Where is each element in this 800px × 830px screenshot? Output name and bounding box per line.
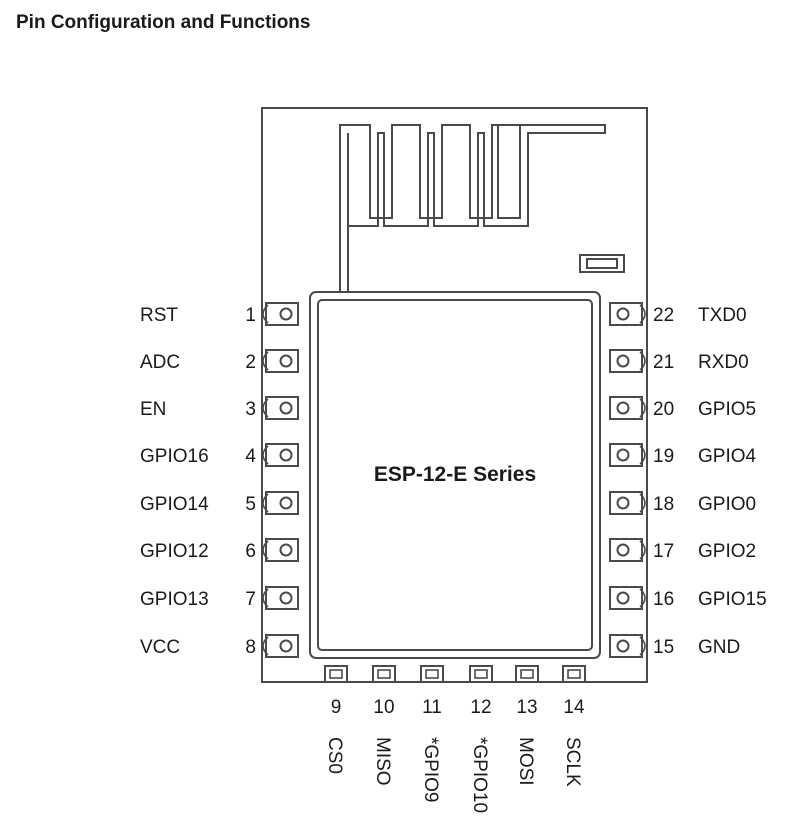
pin-pad-9 [324, 665, 348, 683]
pin-pad-2 [262, 349, 299, 373]
pin-number: 18 [653, 494, 674, 515]
pin-number: 10 [373, 697, 394, 718]
pin-label: GND [698, 637, 740, 658]
pin-label: EN [140, 399, 166, 420]
pin-pad-19 [609, 443, 646, 467]
pin-pad-8 [262, 634, 299, 658]
pin-pad-20 [609, 396, 646, 420]
pin-pad-3 [262, 396, 299, 420]
right-pin-group: 22 TXD0 21 RXD0 20 GPIO5 19 GPIO4 18 GPIO0 17 GPIO2… [609, 302, 767, 658]
pin-number: 5 [245, 494, 256, 515]
pin-number: 14 [563, 697, 585, 718]
pin-label: RXD0 [698, 352, 749, 373]
pin-pad-16 [609, 586, 646, 610]
pin-label: TXD0 [698, 305, 747, 326]
pin-number: 11 [422, 697, 442, 718]
pin-pad-13 [515, 665, 539, 683]
smd-component-icon [579, 254, 625, 273]
pin-pad-1 [262, 302, 299, 326]
pin-pad-6 [262, 538, 299, 562]
pin-label: GPIO15 [698, 589, 767, 610]
page-title: Pin Configuration and Functions [16, 12, 311, 33]
pin-label: MISO [372, 737, 393, 786]
antenna-trace-icon [339, 124, 606, 292]
pin-label: *GPIO9 [420, 737, 441, 802]
pin-number: 6 [245, 541, 256, 562]
pin-number: 19 [653, 446, 674, 467]
pin-number: 15 [653, 637, 674, 658]
pin-pad-22 [609, 302, 646, 326]
pin-label: VCC [140, 637, 180, 658]
pin-label: MOSI [515, 737, 536, 786]
pin-number: 21 [653, 352, 674, 373]
module-label: ESP-12-E Series [374, 463, 536, 486]
pin-number: 1 [245, 305, 256, 326]
pin-pad-7 [262, 586, 299, 610]
pin-number: 3 [245, 399, 256, 420]
pin-number: 20 [653, 399, 674, 420]
pin-pad-5 [262, 491, 299, 515]
pin-pad-15 [609, 634, 646, 658]
pin-number: 8 [245, 637, 256, 658]
pin-pad-21 [609, 349, 646, 373]
pin-label: GPIO0 [698, 494, 756, 515]
pin-label: GPIO12 [140, 541, 209, 562]
pin-label: GPIO5 [698, 399, 756, 420]
pin-label: GPIO16 [140, 446, 209, 467]
pin-pad-11 [420, 665, 444, 683]
pin-label: CS0 [324, 737, 345, 774]
pin-number: 13 [516, 697, 537, 718]
pin-pad-4 [262, 443, 299, 467]
module-outline [261, 107, 648, 683]
pin-pad-17 [609, 538, 646, 562]
pin-number: 12 [470, 697, 491, 718]
smd-component-body [586, 258, 618, 269]
pin-label: GPIO2 [698, 541, 756, 562]
pin-pad-12 [469, 665, 493, 683]
pin-number: 16 [653, 589, 674, 610]
pin-label: GPIO13 [140, 589, 209, 610]
pin-label: ADC [140, 352, 180, 373]
pin-label: SCLK [562, 737, 583, 787]
pin-label: GPIO14 [140, 494, 209, 515]
pin-pad-18 [609, 491, 646, 515]
pin-number: 17 [653, 541, 674, 562]
pin-label: *GPIO10 [469, 737, 490, 813]
pin-number: 2 [245, 352, 256, 373]
pin-number: 9 [331, 697, 342, 718]
pin-label: GPIO4 [698, 446, 757, 467]
pin-number: 22 [653, 305, 674, 326]
shield-outer [309, 291, 601, 659]
pin-number: 4 [245, 446, 256, 467]
pin-label: RST [140, 305, 178, 326]
pin-pad-10 [372, 665, 396, 683]
shield-inner [317, 299, 593, 651]
pin-pad-14 [562, 665, 586, 683]
pin-number: 7 [245, 589, 256, 610]
left-pin-group: 1 RST 2 ADC 3 EN 4 GPIO16 5 GPIO14 6 GPIO12 7 GPIO13 8… [140, 302, 299, 658]
